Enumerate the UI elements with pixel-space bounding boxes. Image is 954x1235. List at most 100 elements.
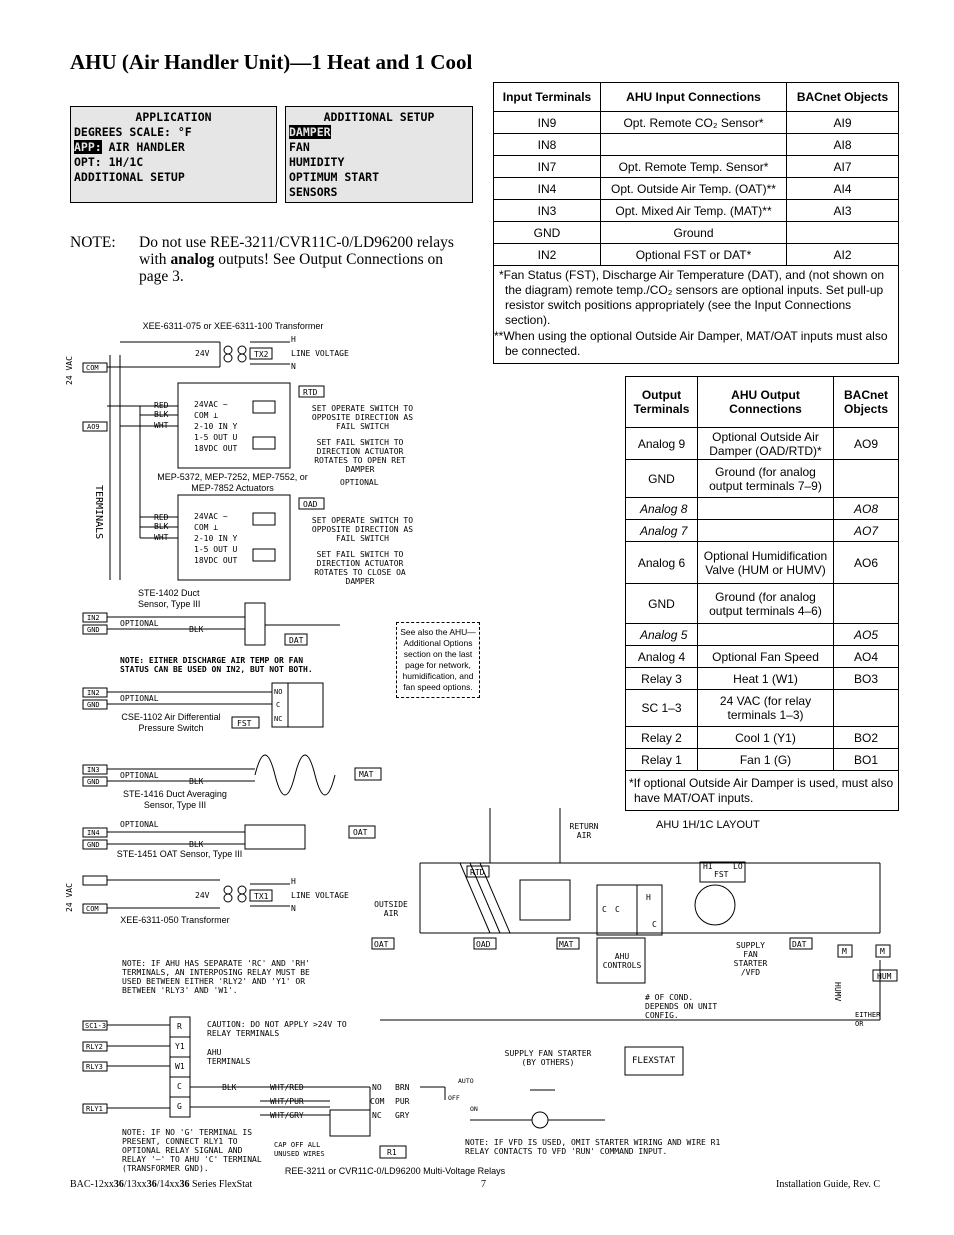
footer-guide: Installation Guide, Rev. C <box>776 1179 881 1190</box>
fail-note-1: SET FAIL SWITCH TO DIRECTION ACTUATOR RO… <box>314 438 406 474</box>
note-text: Do not use REE-3211/CVR11C-0/LD96200 rel… <box>139 234 454 285</box>
cell: Analog 8 <box>625 497 698 520</box>
ahu-controls-label: AHU CONTROLS <box>602 952 642 970</box>
rtd-label: RTD <box>303 388 318 397</box>
lcd-line: DEGREES SCALE: °F <box>74 125 192 139</box>
cell: GND <box>625 583 698 624</box>
sc13-terminal: SC1-3 <box>85 1022 107 1030</box>
blk-relay: BLK <box>222 1083 237 1092</box>
relay-com: COM <box>370 1097 385 1106</box>
cell: Relay 1 <box>625 748 698 771</box>
wht-pur: WHT/PUR <box>270 1097 304 1106</box>
layout-dat: DAT <box>792 940 807 949</box>
mat-label: MAT <box>359 770 374 779</box>
ahu-term-w1: W1 <box>175 1062 185 1071</box>
oat-label: OAT <box>353 828 368 837</box>
rly2-terminal: RLY2 <box>86 1043 103 1051</box>
cell: Optional FST or DAT* <box>600 243 787 266</box>
layout-m1: M <box>842 947 847 956</box>
actuators-label: MEP-5372, MEP-7252, MEP-7552, or MEP-785… <box>157 472 308 493</box>
ste1451-label: STE-1451 OAT Sensor, Type III <box>116 849 243 859</box>
in2-terminal: IN2 <box>87 614 100 622</box>
rly1-terminal: RLY1 <box>86 1105 103 1113</box>
output-table: Output Terminals AHU Output Connections … <box>625 376 899 771</box>
rly3-terminal: RLY3 <box>86 1063 103 1071</box>
tx1-label: TX1 <box>254 892 269 901</box>
blk-dat: BLK <box>189 625 204 634</box>
lcd-header: ADDITIONAL SETUP <box>323 110 435 124</box>
cell: Optional Humidification Valve (HUM or HU… <box>697 541 834 584</box>
act2-row: COM ⊥ <box>194 523 219 532</box>
cell: Heat 1 (W1) <box>697 667 834 690</box>
ahu-term-y1: Y1 <box>175 1042 185 1051</box>
cell: SC 1–3 <box>625 689 698 727</box>
c-label: C <box>276 701 281 709</box>
switch-off: OFF <box>448 1094 460 1102</box>
no-label: NO <box>274 688 283 696</box>
col-header: BACnet Objects <box>786 82 899 112</box>
blk-wire: BLK <box>154 410 169 419</box>
layout-lo: LO <box>733 862 743 871</box>
input-table: Input Terminals AHU Input Connections BA… <box>493 82 899 266</box>
gnd-oat-terminal: GND <box>87 841 100 849</box>
layout-h: H <box>646 893 651 902</box>
cell: GND <box>493 221 601 244</box>
gnd-fst-terminal: GND <box>87 701 100 709</box>
cell: AO6 <box>833 541 899 584</box>
act2-row: 18VDC OUT <box>194 556 238 565</box>
cap-off-label: CAP OFF ALL UNUSED WIRES <box>274 1141 325 1158</box>
cell: IN7 <box>493 155 601 178</box>
layout-mat: MAT <box>559 940 574 949</box>
ahu-term-r: R <box>177 1022 182 1031</box>
layout-oat: OAT <box>374 940 389 949</box>
cell: Opt. Remote CO₂ Sensor* <box>600 111 787 134</box>
cell: Analog 9 <box>625 427 698 460</box>
cell <box>833 459 899 498</box>
h-top: H <box>291 335 296 344</box>
lcd-line: FAN <box>289 140 310 154</box>
line-voltage-bottom: LINE VOLTAGE <box>291 891 349 900</box>
lcd-application-screen: APPLICATION DEGREES SCALE: °F APP: AIR H… <box>70 106 277 203</box>
relays-label: REE-3211 or CVR11C-0/LD96200 Multi-Volta… <box>284 1166 506 1176</box>
caution-note: CAUTION: DO NOT APPLY >24V TO RELAY TERM… <box>207 1020 347 1038</box>
act1-row: 2-10 IN Y <box>194 422 238 431</box>
layout-m2: M <box>880 947 885 956</box>
red-wire: RED <box>154 401 169 410</box>
cse1102-label: CSE-1102 Air Differential Pressure Switc… <box>121 712 221 733</box>
blk-oat: BLK <box>189 840 204 849</box>
optional-dat: OPTIONAL <box>120 619 159 628</box>
layout-c2: C <box>615 905 620 914</box>
ahu-term-g: G <box>177 1102 182 1111</box>
lcd-line: SENSORS <box>289 185 338 199</box>
cell: Optional Fan Speed <box>697 645 834 668</box>
in2-fst-terminal: IN2 <box>87 689 100 697</box>
lcd-setup-screen: ADDITIONAL SETUP DAMPER FAN HUMIDITY OPT… <box>285 106 473 203</box>
return-air-label: RETURN AIR <box>569 822 599 840</box>
ahu-terminals-label: AHU TERMINALS <box>207 1048 251 1066</box>
optional-mat: OPTIONAL <box>120 771 159 780</box>
cell: Fan 1 (G) <box>697 748 834 771</box>
wire-pur: PUR <box>395 1097 410 1106</box>
cell: BO1 <box>833 748 899 771</box>
lcd-line-app: APP: AIR HANDLER <box>74 140 273 155</box>
cell: Opt. Outside Air Temp. (OAT)** <box>600 177 787 200</box>
output-footnote: *If optional Outside Air Damper is used,… <box>629 776 894 805</box>
layout-c1: C <box>602 905 607 914</box>
transformer-top-label: XEE-6311-075 or XEE-6311-100 Transformer <box>142 321 324 331</box>
gnd-terminal: GND <box>87 626 100 634</box>
lcd-selected-item: DAMPER <box>289 125 331 139</box>
cond-note: # OF COND. DEPENDS ON UNIT CONFIG. <box>645 993 718 1020</box>
relay-no: NO <box>372 1083 382 1092</box>
optional-fst: OPTIONAL <box>120 694 159 703</box>
input-footnote-1: *Fan Status (FST), Discharge Air Tempera… <box>499 268 885 327</box>
cell: AO9 <box>833 427 899 460</box>
note-label: NOTE: <box>70 234 116 251</box>
lcd-line: HUMIDITY <box>289 155 345 169</box>
